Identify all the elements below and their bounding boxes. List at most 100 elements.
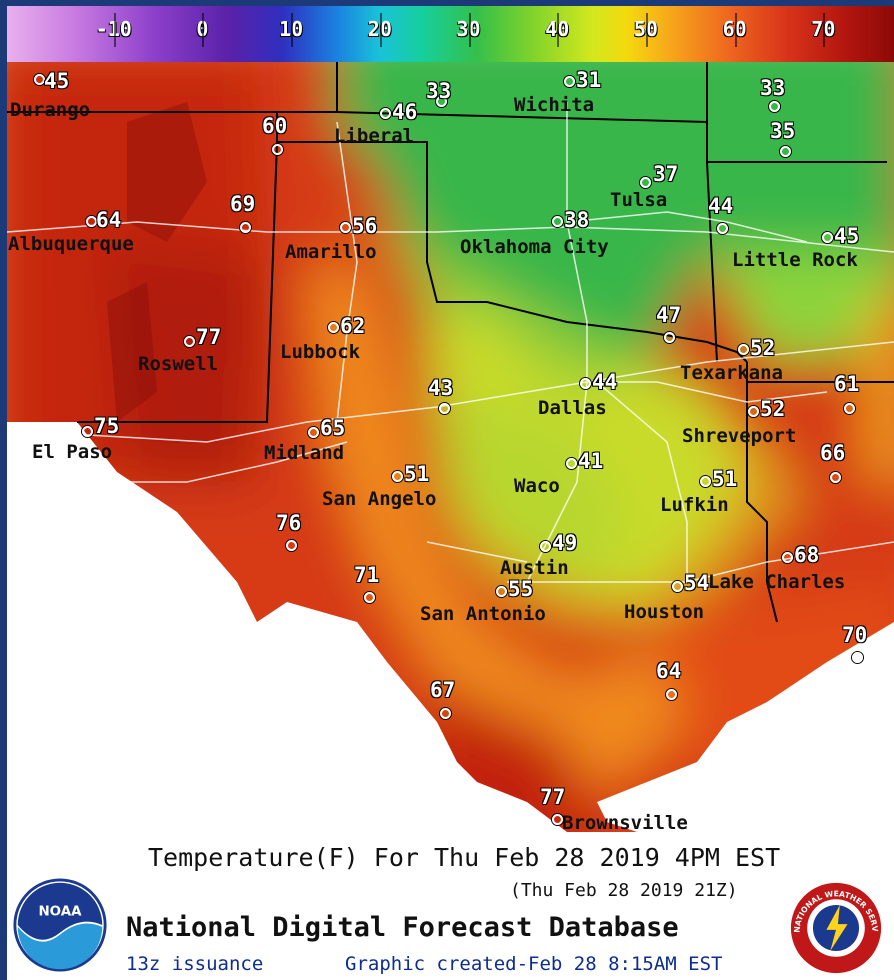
- city-marker-liberal: [380, 108, 391, 119]
- city-temp-houston: 54: [684, 571, 710, 595]
- city-marker-el-paso: [82, 426, 93, 437]
- state-borders: [7, 62, 894, 623]
- station-temp: 66: [820, 441, 846, 465]
- city-temp-oklahoma-city: 38: [564, 208, 590, 232]
- city-label-little-rock: Little Rock: [732, 249, 858, 271]
- city-temp-brownsville: 77: [540, 785, 566, 809]
- station-temp: 33: [760, 76, 786, 100]
- city-label-durango: Durango: [10, 99, 91, 121]
- city-label-texarkana: Texarkana: [680, 362, 783, 384]
- station-marker: [664, 332, 675, 343]
- city-marker-lubbock: [328, 322, 339, 333]
- colorbar-tick-0: 0: [196, 13, 209, 47]
- city-temp-waco: 41: [578, 449, 604, 473]
- city-marker-texarkana: [738, 344, 749, 355]
- city-label-albuquerque: Albuquerque: [8, 233, 134, 255]
- colorbar-tick-40: 40: [545, 13, 570, 47]
- city-temp-shreveport: 52: [760, 397, 786, 421]
- station-temp: 35: [770, 119, 796, 143]
- forecast-subtitle: (Thu Feb 28 2019 21Z): [510, 880, 738, 901]
- city-marker-shreveport: [748, 406, 759, 417]
- station-marker: [852, 652, 863, 663]
- station-temp: 76: [276, 511, 302, 535]
- city-marker-austin: [540, 541, 551, 552]
- city-marker-dallas: [580, 378, 591, 389]
- station-marker: [666, 689, 677, 700]
- city-label-shreveport: Shreveport: [682, 425, 797, 447]
- city-label-waco: Waco: [514, 475, 560, 497]
- station-marker: [844, 403, 855, 414]
- city-temp-dallas: 44: [592, 370, 618, 394]
- city-label-tulsa: Tulsa: [610, 189, 668, 211]
- forecast-title: Temperature(F) For Thu Feb 28 2019 4PM E…: [148, 843, 781, 872]
- station-marker: [286, 540, 297, 551]
- station-temp: 67: [430, 678, 456, 702]
- station-temp: 47: [656, 303, 682, 327]
- issuance-label: 13z issuance: [126, 953, 264, 975]
- city-marker-oklahoma-city: [552, 216, 563, 227]
- colorbar-tick--10: -10: [95, 13, 132, 47]
- city-temp-lufkin: 51: [712, 467, 738, 491]
- city-label-houston: Houston: [624, 601, 705, 623]
- city-temp-amarillo: 56: [352, 214, 378, 238]
- city-marker-lake-charles: [782, 552, 793, 563]
- city-label-lake-charles: Lake Charles: [708, 571, 846, 593]
- station-temp: 71: [354, 563, 380, 587]
- city-marker-tulsa: [640, 177, 651, 188]
- city-temp-midland: 65: [320, 416, 346, 440]
- city-marker-lufkin: [700, 476, 711, 487]
- city-marker-brownsville: [552, 814, 563, 825]
- city-label-amarillo: Amarillo: [285, 241, 377, 263]
- city-label-lufkin: Lufkin: [660, 494, 729, 516]
- city-label-brownsville: Brownsville: [562, 812, 688, 834]
- station-temp: 44: [708, 194, 734, 218]
- city-label-midland: Midland: [264, 442, 345, 464]
- city-label-oklahoma-city: Oklahoma City: [460, 236, 609, 258]
- colorbar-tick-70: 70: [811, 13, 836, 47]
- city-temp-little-rock: 45: [834, 224, 860, 248]
- city-label-el-paso: El Paso: [32, 441, 113, 463]
- city-marker-roswell: [184, 336, 195, 347]
- station-marker: [769, 101, 780, 112]
- colorbar-tick-20: 20: [367, 13, 392, 47]
- city-marker-waco: [566, 458, 577, 469]
- city-label-lubbock: Lubbock: [280, 341, 361, 363]
- station-marker: [436, 96, 447, 107]
- colorbar-tick-50: 50: [633, 13, 658, 47]
- city-marker-little-rock: [822, 232, 833, 243]
- station-temp: 43: [428, 376, 454, 400]
- station-temp: 33: [426, 79, 452, 103]
- station-marker: [240, 222, 251, 233]
- city-temp-lubbock: 62: [340, 314, 366, 338]
- colorbar-tick-10: 10: [279, 13, 304, 47]
- nws-logo-icon: NATIONAL WEATHER SERVICE: [788, 880, 882, 974]
- city-label-wichita: Wichita: [514, 94, 595, 116]
- colorbar-tick-30: 30: [456, 13, 481, 47]
- city-temp-austin: 49: [552, 531, 578, 555]
- city-label-san-antonio: San Antonio: [420, 603, 546, 625]
- noaa-logo-icon: NOAA: [13, 878, 107, 972]
- station-temp: 70: [842, 623, 868, 647]
- station-temp: 61: [834, 372, 860, 396]
- station-temp: 60: [262, 114, 288, 138]
- station-marker: [272, 144, 283, 155]
- city-marker-san-antonio: [496, 586, 507, 597]
- city-temp-lake-charles: 68: [794, 543, 820, 567]
- station-marker: [780, 146, 791, 157]
- city-label-austin: Austin: [500, 557, 569, 579]
- city-temp-albuquerque: 64: [96, 208, 122, 232]
- city-label-liberal: Liberal: [334, 125, 415, 147]
- city-temp-tulsa: 37: [653, 162, 679, 186]
- station-marker: [717, 223, 728, 234]
- city-temp-roswell: 77: [196, 325, 222, 349]
- city-label-dallas: Dallas: [538, 397, 607, 419]
- svg-text:NOAA: NOAA: [38, 904, 82, 919]
- temperature-colorbar: [7, 6, 894, 62]
- created-label: Graphic created-Feb 28 8:15AM EST: [345, 953, 723, 975]
- database-name: National Digital Forecast Database: [126, 912, 679, 943]
- city-marker-wichita: [564, 76, 575, 87]
- city-temp-durango: 45: [44, 69, 70, 93]
- city-marker-midland: [308, 427, 319, 438]
- station-marker: [364, 592, 375, 603]
- city-label-san-angelo: San Angelo: [322, 488, 437, 510]
